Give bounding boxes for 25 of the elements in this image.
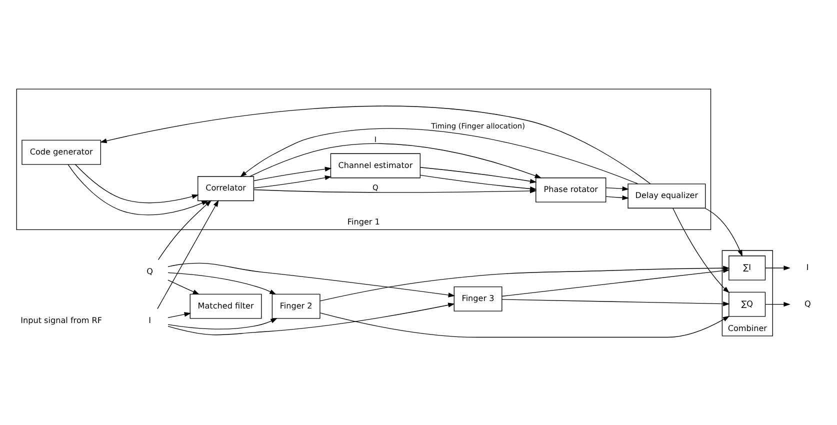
arrow [420, 167, 537, 184]
arrow [704, 208, 743, 257]
arrow [158, 200, 212, 260]
arrow [168, 312, 192, 318]
arrow [606, 195, 629, 200]
arrow [502, 268, 730, 297]
arrow [74, 164, 199, 204]
arrow [168, 262, 456, 298]
arrow [157, 200, 219, 310]
arrow [502, 299, 730, 306]
arrow [250, 143, 542, 178]
arrow [420, 174, 537, 192]
arrow [765, 302, 790, 307]
arrow [168, 318, 278, 330]
arrow [100, 106, 651, 184]
arrow [254, 166, 332, 182]
arrow [606, 186, 629, 192]
arrow [765, 266, 790, 270]
arrow [168, 302, 455, 336]
arrow [320, 312, 730, 338]
arrow [254, 175, 332, 188]
arrow [68, 164, 208, 216]
arrow [240, 128, 638, 184]
arrow [168, 280, 200, 295]
arrow [168, 272, 276, 295]
